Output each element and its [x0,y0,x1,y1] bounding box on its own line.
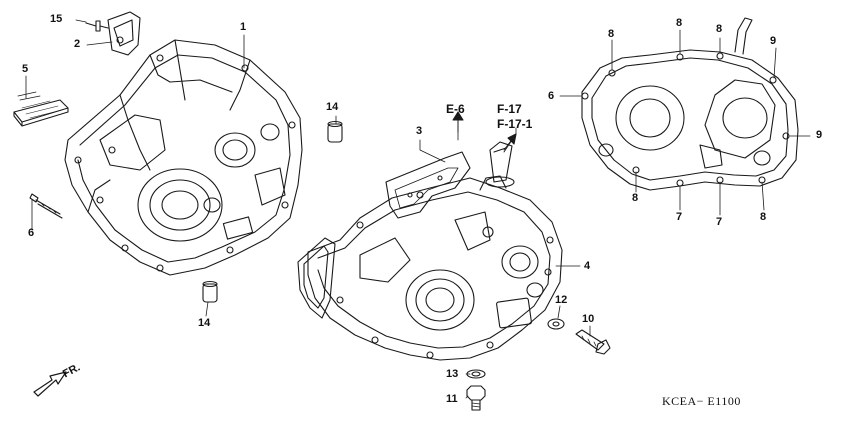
callout-6-right: 6 [548,90,555,102]
callout-4: 4 [584,260,591,272]
sealing-washer-12 [547,318,565,330]
reference-f17-1: F-17-1 [497,117,533,131]
breather-plate-assembly [85,11,141,56]
f17-arrow [503,133,517,153]
dowel-pin-upper [327,120,343,143]
callout-7-left: 7 [676,211,683,223]
callout-11: 11 [446,393,458,405]
drain-plug-11 [466,385,486,411]
reference-e6: E-6 [446,102,465,116]
callout-13: 13 [446,368,459,380]
right-crankcase-half [64,39,303,276]
drain-bolt-10 [575,329,611,355]
leader-lines [25,19,811,399]
diagram-code: KCEA− E1100 [662,394,741,408]
left-crankcase-half [297,141,563,361]
callout-8-bottom-right: 8 [760,211,767,223]
callout-3: 3 [416,125,423,137]
dowel-pin-lower [202,280,218,303]
callout-8-bottom-left: 8 [632,192,639,204]
callout-10: 10 [582,313,595,325]
e6-arrow [452,111,464,133]
callout-15: 15 [50,13,63,25]
crankcase-gasket [581,17,799,191]
callout-2: 2 [74,38,81,50]
callout-9-right: 9 [816,129,823,141]
breather-separator-plate [385,151,471,219]
callout-12: 12 [555,294,568,306]
front-direction-arrow [33,371,67,397]
callout-7-right: 7 [716,216,723,228]
callout-14-upper: 14 [326,101,339,113]
callout-8-top-right: 8 [716,23,723,35]
callout-9-top: 9 [770,35,777,47]
reference-f17: F-17 [497,102,522,116]
callout-5: 5 [22,63,29,75]
oil-strainer-screen [13,91,69,127]
callout-6-left: 6 [28,227,35,239]
callout-14-lower: 14 [198,317,211,329]
callout-8-top-left: 8 [608,28,615,40]
callout-1: 1 [240,21,247,33]
callout-8-top-mid: 8 [676,17,683,29]
stud-bolt-left [29,193,63,219]
